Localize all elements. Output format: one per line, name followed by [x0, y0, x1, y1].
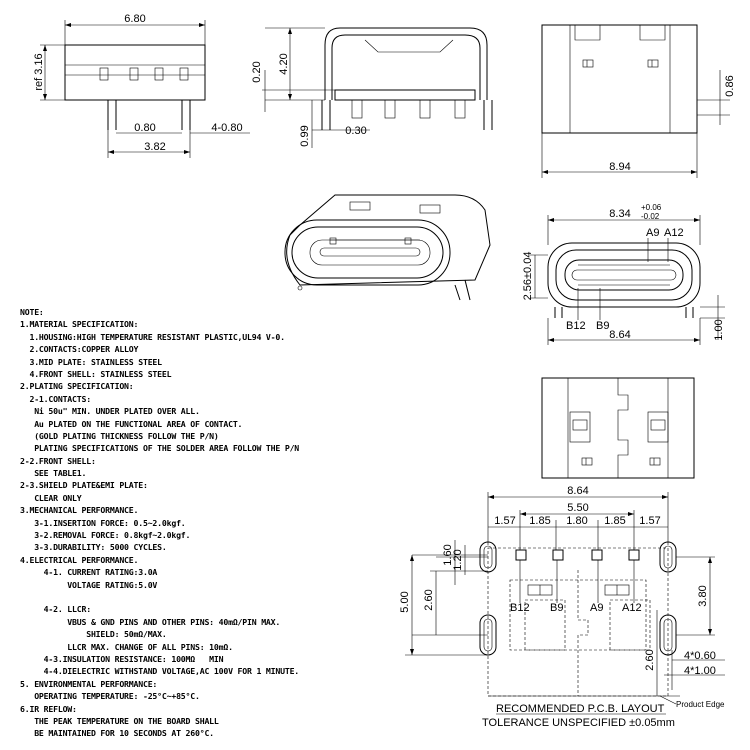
pcb-dim-1-60: 1.60 [442, 544, 454, 565]
note-line: 3-1.INSERTION FORCE: 0.5~2.0kgf. [20, 517, 186, 528]
note-line: 1.HOUSING:HIGH TEMPERATURE RESISTANT PLA… [20, 331, 285, 342]
pin-label-b12: B12 [566, 320, 586, 332]
pad-1 [515, 549, 527, 561]
note-line: 4-1. CURRENT RATING:3.0A [20, 567, 158, 578]
front-view: 8.34 +0.06 -0.02 A9 A12 B12 B9 2.56±0.04… [522, 203, 725, 345]
dim-0-99: 0.99 [299, 125, 311, 146]
pcb-dim-3-80: 3.80 [697, 585, 709, 606]
pcb-pin-a9: A9 [590, 602, 603, 614]
tol-plus: +0.06 [641, 203, 662, 212]
pcb-pitch-2: 1.85 [529, 515, 550, 527]
note-line: 2.CONTACTS:COPPER ALLOY [20, 344, 139, 355]
notes-section: NOTE: 1.MATERIAL SPECIFICATION: 1.HOUSING… [20, 306, 390, 740]
note-line: SEE TABLE1. [20, 468, 87, 479]
dim-pad-4-0-80: 4-0.80 [211, 122, 242, 134]
pcb-layout: 8.64 5.50 1.57 1.85 1.80 1.85 1.57 [399, 485, 725, 729]
pcb-pitch-1: 1.57 [494, 515, 515, 527]
pad-3 [591, 549, 603, 561]
dim-0-20: 0.20 [251, 61, 263, 82]
dim-0-86: 0.86 [724, 75, 736, 96]
note-line: 4.ELECTRICAL PERFORMANCE. [20, 554, 139, 565]
note-line: BE MAINTAINED FOR 10 SECONDS AT 260°C. [20, 728, 214, 739]
note-line: PLATING SPECIFICATIONS OF THE SOLDER ARE… [20, 443, 300, 454]
pin-label-a9: A9 [646, 227, 659, 239]
tol-minus: -0.02 [641, 212, 660, 221]
front-side-view: 4.20 0.20 0.99 0.30 [251, 27, 493, 148]
pcb-pitch-5: 1.57 [639, 515, 660, 527]
dim-4-20: 4.20 [278, 53, 290, 74]
note-line: VBUS & GND PINS AND OTHER PINS: 40mΩ/PIN… [20, 616, 281, 627]
pcb-tolerance: TOLERANCE UNSPECIFIED ±0.05mm [482, 717, 675, 729]
dim-1-00: 1.00 [713, 319, 725, 340]
note-line: Ni 50u" MIN. UNDER PLATED OVER ALL. [20, 406, 200, 417]
pcb-pitch-4: 1.85 [604, 515, 625, 527]
dim-2-56: 2.56±0.04 [522, 252, 534, 301]
bottom-view [541, 377, 695, 479]
pcb-pin-a12: A12 [622, 602, 642, 614]
pcb-dim-5-00: 5.00 [399, 591, 411, 612]
dim-8-94: 8.94 [609, 161, 630, 173]
pcb-pitch-3: 1.80 [566, 515, 587, 527]
note-line: 3.MID PLATE: STAINLESS STEEL [20, 356, 162, 367]
pcb-dim-2-60: 2.60 [423, 589, 435, 610]
note-line: VOLTAGE RATING:5.0V [20, 579, 158, 590]
pcb-caption: RECOMMENDED P.C.B. LAYOUT [496, 703, 665, 715]
note-line: Au PLATED ON THE FUNCTIONAL AREA OF CONT… [20, 418, 243, 429]
note-line: 4-3.INSULATION RESISTANCE: 100MΩ MIN [20, 653, 224, 664]
note-line: 1.MATERIAL SPECIFICATION: [20, 319, 139, 330]
note-line: OPERATING TEMPERATURE: -25°C~+85°C. [20, 691, 200, 702]
dim-pitch-0-80: 0.80 [134, 122, 155, 134]
dim-ref-3-16: ref 3.16 [33, 53, 45, 90]
pcb-dim-5-50: 5.50 [567, 502, 588, 514]
isometric-connector [284, 194, 491, 301]
note-line: LLCR MAX. CHANGE OF ALL PINS: 10mΩ. [20, 641, 233, 652]
dim-8-64: 8.64 [609, 329, 630, 341]
dim-width-6-80: 6.80 [124, 13, 145, 25]
pin-label-a12: A12 [664, 227, 684, 239]
pcb-dim-slot-length: 4*1.00 [684, 665, 716, 677]
side-view: 6.80 ref 3.16 3.82 0.80 4-0.80 [33, 13, 250, 158]
shell-slot-top-right [659, 541, 677, 573]
top-view: 8.94 0.86 [541, 24, 736, 178]
pcb-dim-8-64: 8.64 [567, 485, 588, 497]
product-edge-label: Product Edge [676, 700, 725, 709]
note-line: CLEAR ONLY [20, 492, 82, 503]
note-line: 2-3.SHIELD PLATE&EMI PLATE: [20, 480, 148, 491]
note-line: SHIELD: 50mΩ/MAX. [20, 629, 167, 640]
note-line: NOTE: [20, 307, 44, 317]
note-line: 4.FRONT SHELL: STAINLESS STEEL [20, 368, 172, 379]
note-line: 2-2.FRONT SHELL: [20, 455, 96, 466]
pcb-dim-slot-width: 4*0.60 [684, 650, 716, 662]
note-line: (GOLD PLATING THICKNESS FOLLOW THE P/N) [20, 430, 219, 441]
pad-2 [552, 549, 564, 561]
note-line: 3.MECHANICAL PERFORMANCE. [20, 505, 139, 516]
dim-0-30: 0.30 [345, 125, 366, 137]
dim-8-34: 8.34 [609, 208, 630, 220]
note-line: 3-3.DURABILITY: 5000 CYCLES. [20, 542, 167, 553]
pcb-pin-b9: B9 [550, 602, 563, 614]
pcb-pin-b12: B12 [510, 602, 530, 614]
note-line [20, 591, 390, 603]
pin-label-b9: B9 [596, 320, 609, 332]
note-line: 5. ENVIRONMENTAL PERFORMANCE: [20, 678, 158, 689]
note-line: 4-2. LLCR: [20, 604, 92, 615]
note-line: 2-1.CONTACTS: [20, 393, 91, 404]
pad-4 [628, 549, 640, 561]
note-line: 2.PLATING SPECIFICATION: [20, 381, 134, 392]
note-line: 3-2.REMOVAL FORCE: 0.8kgf~2.0kgf. [20, 530, 191, 541]
contact-row-top [578, 264, 670, 286]
pcb-dim-2-60-bottom: 2.60 [644, 649, 656, 670]
note-line: 4-4.DIELECTRIC WITHSTAND VOLTAGE,AC 100V… [20, 666, 300, 677]
note-line: THE PEAK TEMPERATURE ON THE BOARD SHALL [20, 715, 219, 726]
pcb-dim-1-20: 1.20 [452, 549, 464, 570]
note-line: 6.IR REFLOW: [20, 703, 77, 714]
dim-span-3-82: 3.82 [144, 141, 165, 153]
